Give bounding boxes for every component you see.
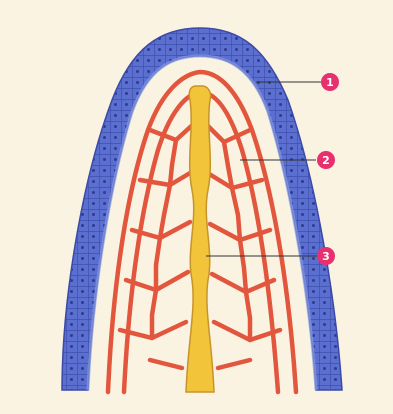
callout-label-2: 2 [322,154,330,167]
callout-label-1: 1 [326,76,334,89]
callout-marker-1: 1 [321,73,339,91]
callout-marker-2: 2 [317,151,335,169]
callout-marker-3: 3 [317,247,335,265]
callout-label-3: 3 [322,250,330,263]
